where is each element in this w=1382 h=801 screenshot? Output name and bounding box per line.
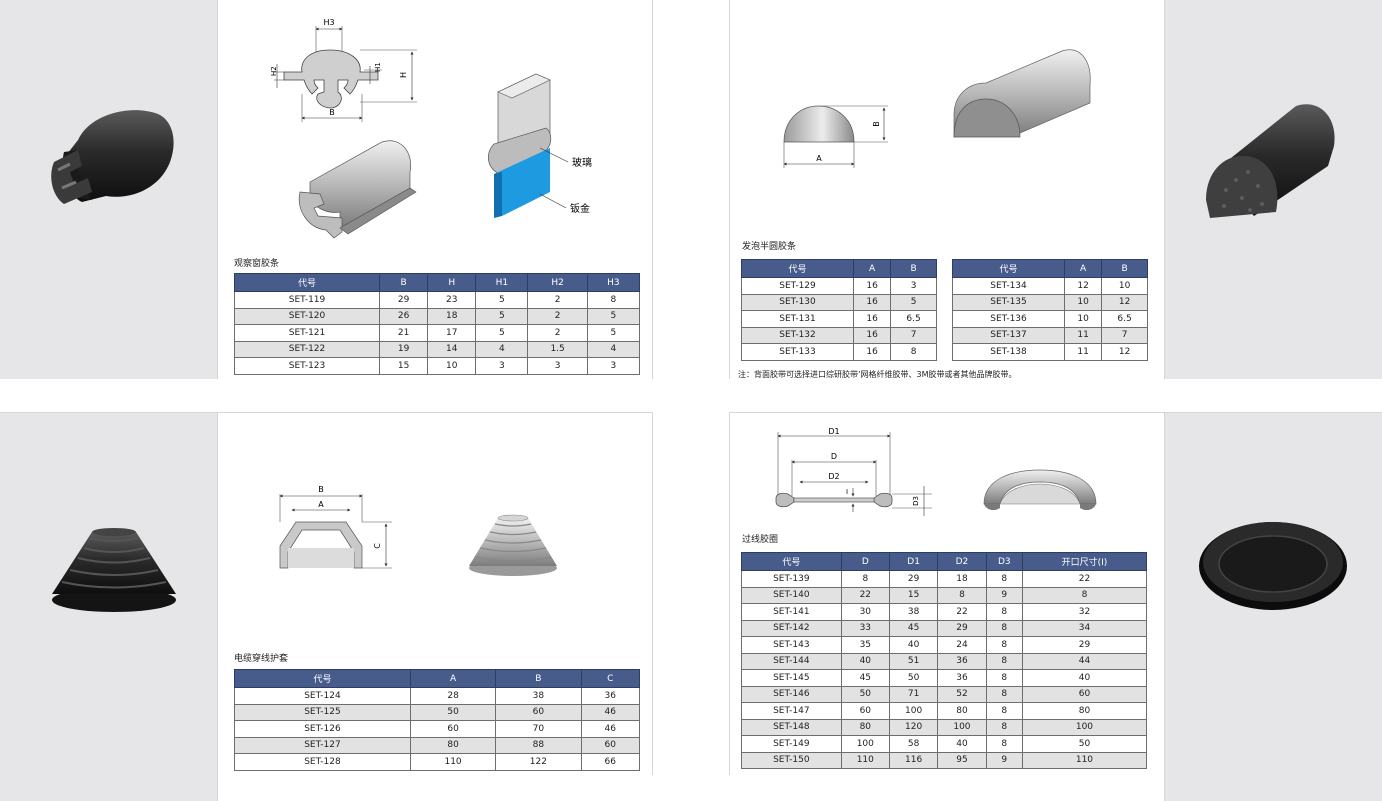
product-photo-grommet (1199, 522, 1347, 610)
col-d: D (840, 552, 890, 571)
dim-c: C (373, 543, 382, 549)
caption-cable-grommet: 电缆穿线护套 (234, 654, 289, 664)
diagram-foam-profile: A B (783, 105, 888, 168)
dim-d3: D3 (912, 496, 920, 506)
col-opening-size: 开口尺寸(I) (1021, 552, 1148, 571)
col-b: B (890, 259, 937, 278)
col-code: 代号 (234, 273, 380, 292)
caption-window-seal: 观察窗胶条 (234, 259, 280, 269)
col-h: H (427, 273, 477, 292)
dim-h2: H2 (270, 66, 278, 76)
col-d2: D2 (937, 552, 987, 571)
diagram-window-seal-profile: H3 H2 H1 H B (270, 18, 417, 122)
illustration-window-seal-install: 玻璃 钣金 (487, 73, 592, 218)
col-code: 代号 (234, 669, 411, 688)
col-a: A (409, 669, 497, 688)
col-code: 代号 (741, 259, 854, 278)
dim-b: B (872, 121, 881, 127)
col-b: B (495, 669, 582, 688)
col-h2: H2 (527, 273, 588, 292)
dim-h: H (399, 72, 408, 78)
label-sheet-metal: 钣金 (570, 202, 590, 215)
dim-a: A (816, 154, 822, 163)
dim-h1: H1 (374, 62, 382, 72)
dim-d: D (831, 452, 837, 461)
illustration-cable-boot-3d (469, 514, 557, 576)
col-d1: D1 (888, 552, 939, 571)
col-b: B (378, 273, 429, 292)
illustration-grommet-3d (983, 469, 1097, 511)
caption-wire-grommet: 过线胶圈 (742, 535, 779, 545)
dim-b: B (329, 108, 335, 117)
col-a: A (852, 259, 892, 278)
col-code: 代号 (952, 259, 1065, 278)
col-code: 代号 (741, 552, 842, 571)
dim-i: I (846, 488, 848, 496)
product-photo-foam (1206, 104, 1335, 218)
dim-a: A (318, 500, 324, 509)
col-h1: H1 (475, 273, 529, 292)
dim-d1: D1 (828, 427, 839, 436)
col-c: C (580, 669, 641, 688)
note-backing-tape: 注：背面胶带可选择进口综研胶带’网格纤维胶带、3M胶带或者其他品牌胶带。 (738, 370, 1017, 379)
label-glass: 玻璃 (572, 156, 592, 169)
dim-b: B (318, 485, 324, 494)
col-a: A (1063, 259, 1103, 278)
dim-d2: D2 (828, 472, 839, 481)
diagram-cable-boot-profile: B A C (279, 485, 392, 569)
diagram-grommet-profile: D1 D D2 I D3 (775, 427, 932, 516)
product-photo-window-seal (51, 110, 174, 204)
col-d3: D3 (985, 552, 1023, 571)
caption-foam-half-round: 发泡半圆胶条 (742, 242, 797, 252)
illustration-foam-3d (953, 49, 1091, 138)
product-photo-cable-boot (52, 528, 176, 612)
col-h3: H3 (586, 273, 641, 292)
dim-h3: H3 (323, 18, 334, 27)
col-b: B (1101, 259, 1148, 278)
illustration-window-seal-3d (298, 140, 417, 239)
